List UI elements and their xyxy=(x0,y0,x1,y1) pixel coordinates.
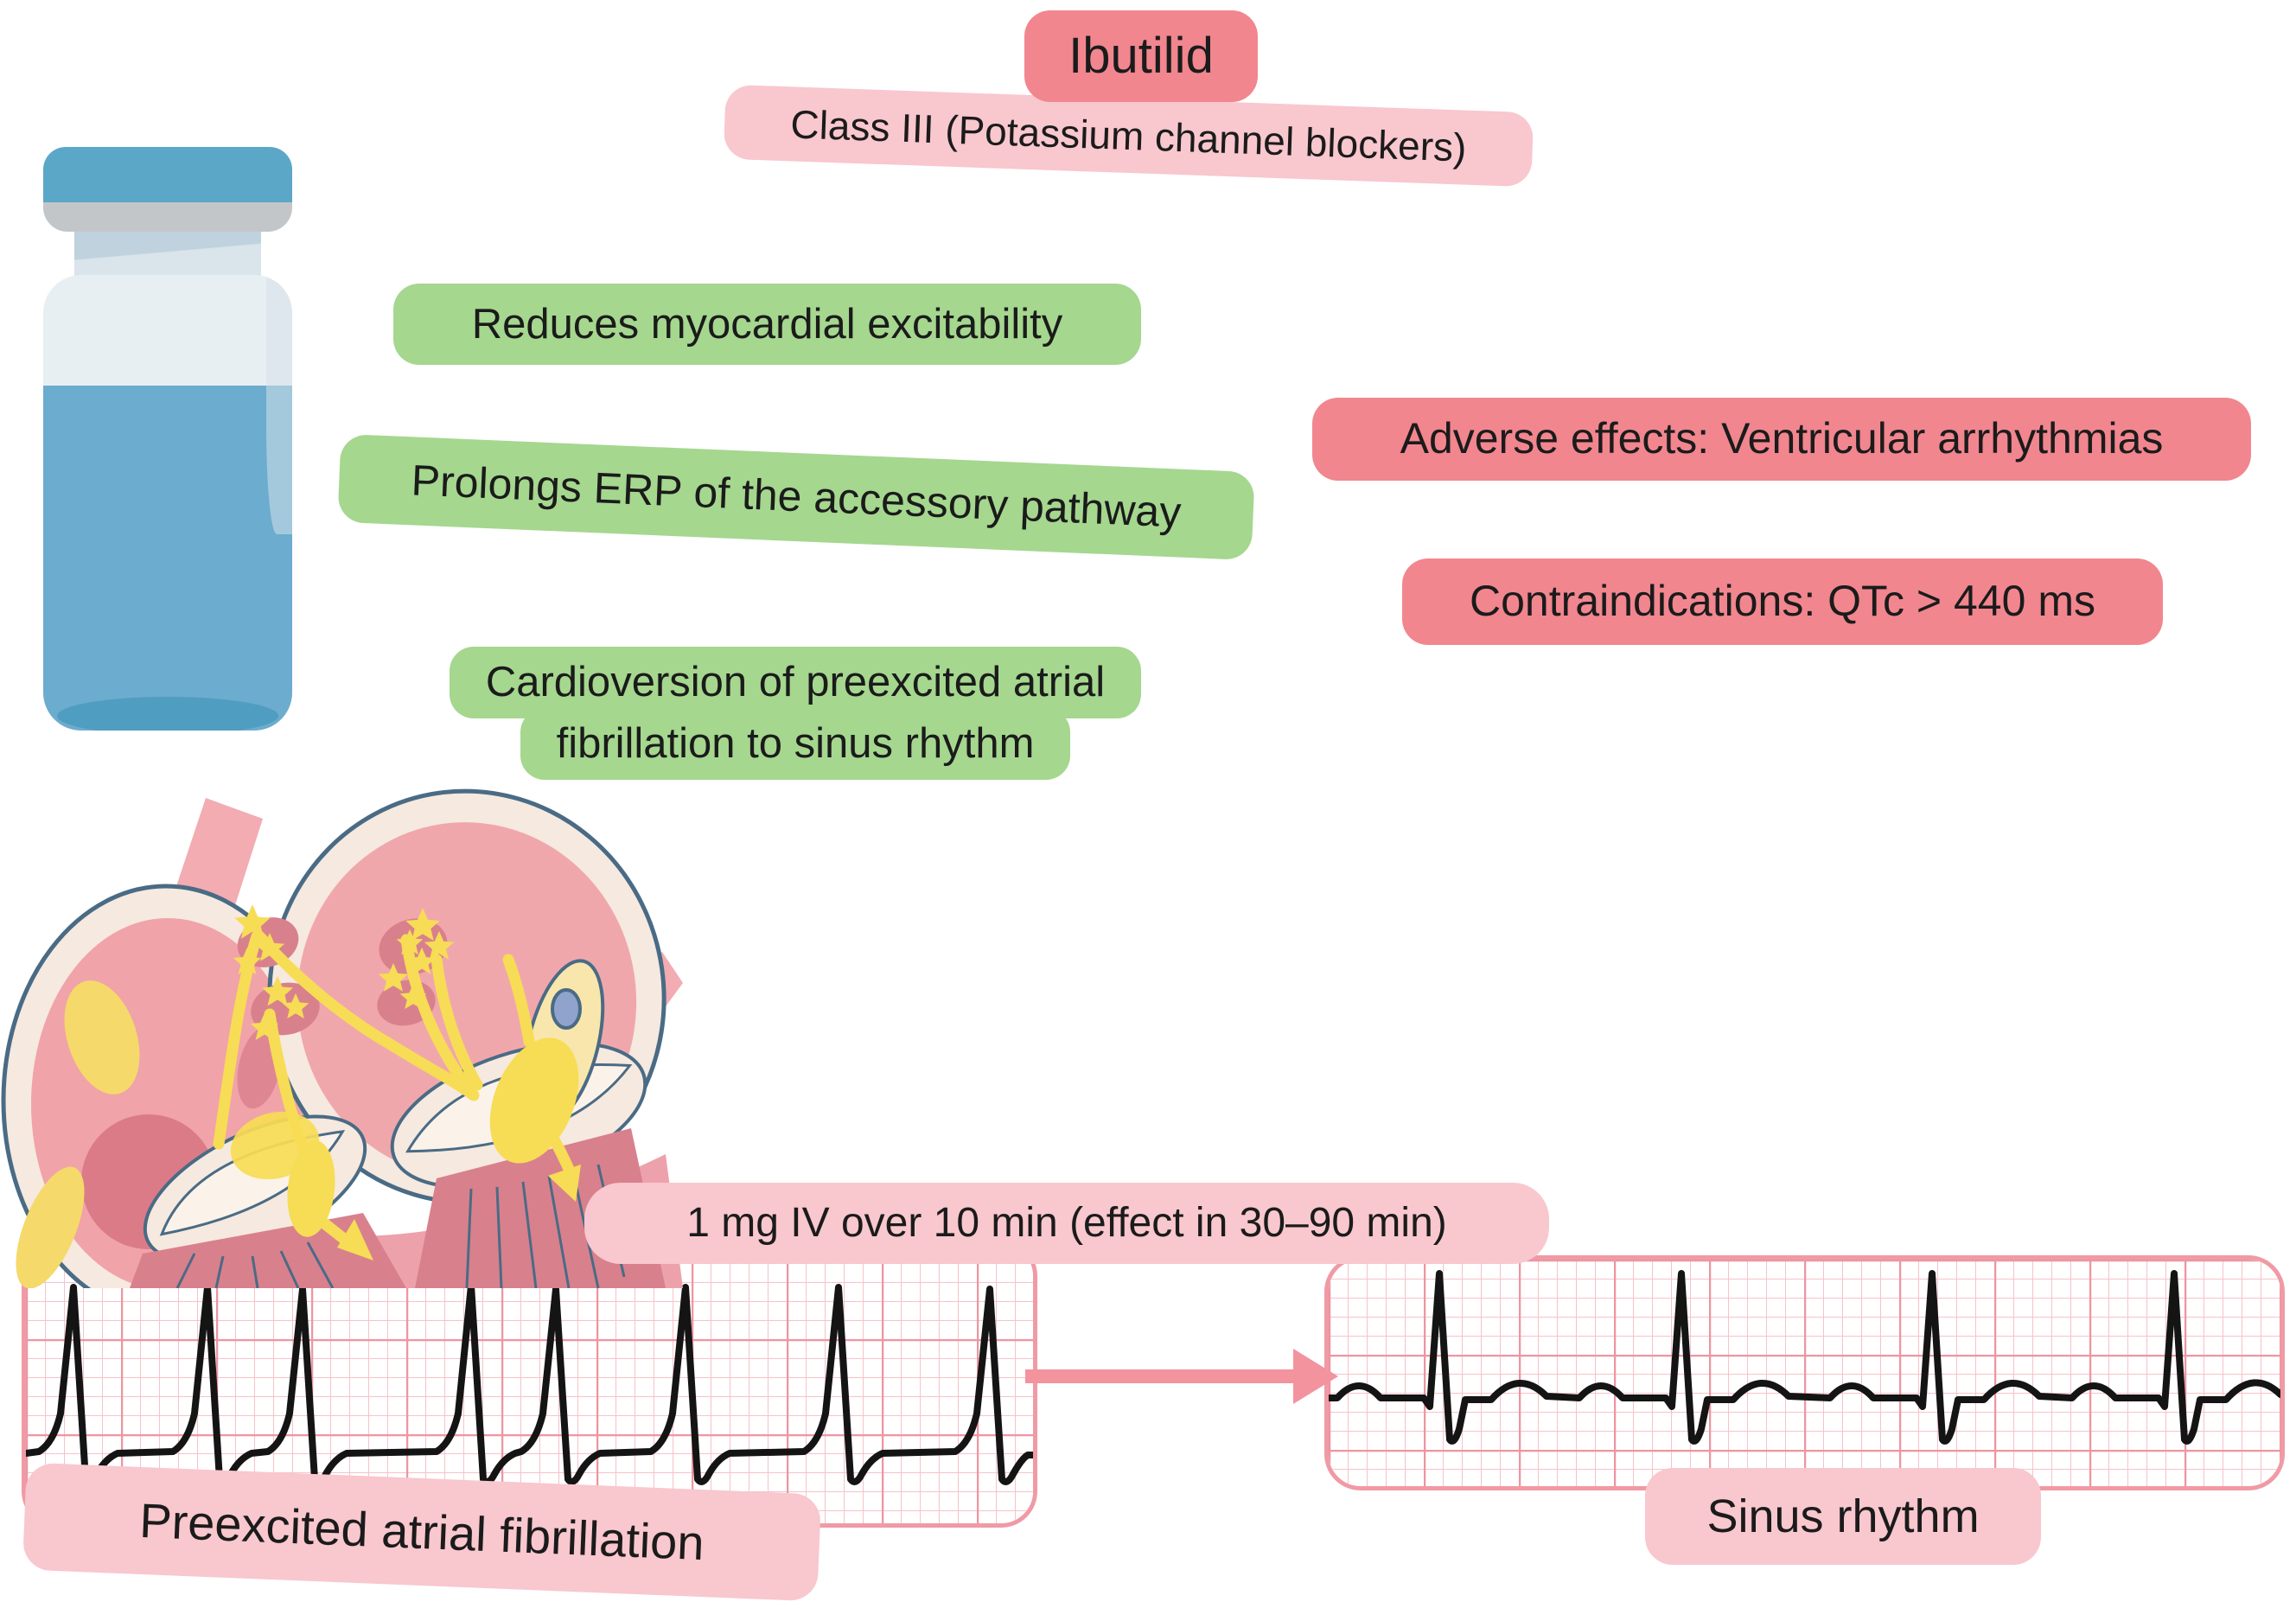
vial-body xyxy=(43,275,292,731)
mechanism-label-3-line1: Cardioversion of preexcited atrial xyxy=(449,647,1142,718)
adverse-effects-label: Adverse effects: Ventricular arrhythmias xyxy=(1400,414,2164,463)
contraindications-label: Contraindications: QTc > 440 ms xyxy=(1470,577,2095,626)
mechanism-label-2: Prolongs ERP of the accessory pathway xyxy=(410,456,1183,537)
ecg-label-right-text: Sinus rhythm xyxy=(1706,1490,1980,1542)
right-arrow-icon xyxy=(1025,1349,1338,1404)
vial-liquid xyxy=(43,386,292,731)
dose-badge: 1 mg IV over 10 min (effect in 30–90 min… xyxy=(584,1183,1549,1264)
left-epicardial-fat xyxy=(16,1166,85,1288)
ecg-strip-sinus-rhythm xyxy=(1324,1255,2285,1490)
mechanism-label-3-line2: fibrillation to sinus rhythm xyxy=(520,707,1071,780)
drug-class-label: Class III (Potassium channel blockers) xyxy=(789,100,1468,170)
drug-title: Ibutilid xyxy=(1068,27,1214,84)
adverse-effects-badge: Adverse effects: Ventricular arrhythmias xyxy=(1312,398,2251,481)
down-arrowhead-icon xyxy=(337,1219,373,1260)
ecg-label-sinus-rhythm: Sinus rhythm xyxy=(1645,1468,2041,1565)
heart-cross-section-icon xyxy=(1,788,683,1288)
ecg-label-left-text: Preexcited atrial fibrillation xyxy=(138,1492,705,1570)
mechanism-badge-cardioversion: Cardioversion of preexcited atrial fibri… xyxy=(398,647,1193,780)
dose-label: 1 mg IV over 10 min (effect in 30–90 min… xyxy=(686,1200,1447,1247)
down-arrowhead-icon xyxy=(548,1165,581,1202)
ecg-trace-sinus-rhythm xyxy=(1329,1270,2280,1445)
vial-neck xyxy=(74,232,261,277)
mechanism-badge-excitability: Reduces myocardial excitability xyxy=(393,284,1141,365)
vial-cap xyxy=(43,147,292,202)
ecg-trace-preexcited-af xyxy=(26,1282,1033,1485)
vial-liquid-shadow xyxy=(57,697,278,731)
mechanism-badge-erp: Prolongs ERP of the accessory pathway xyxy=(337,433,1255,561)
drug-title-badge: Ibutilid xyxy=(1024,10,1258,102)
contraindications-badge: Contraindications: QTc > 440 ms xyxy=(1402,558,2163,645)
medication-vial-icon xyxy=(43,147,292,731)
vial-glass-shade xyxy=(266,275,292,534)
ecg-grid-major xyxy=(1329,1260,2280,1486)
arrow-head xyxy=(1293,1349,1338,1404)
mechanism-label-1: Reduces myocardial excitability xyxy=(471,300,1063,348)
vial-cap-band xyxy=(43,202,292,232)
ecg-chart-sinus-rhythm xyxy=(1329,1260,2280,1486)
conduction-nodes xyxy=(230,1037,581,1260)
